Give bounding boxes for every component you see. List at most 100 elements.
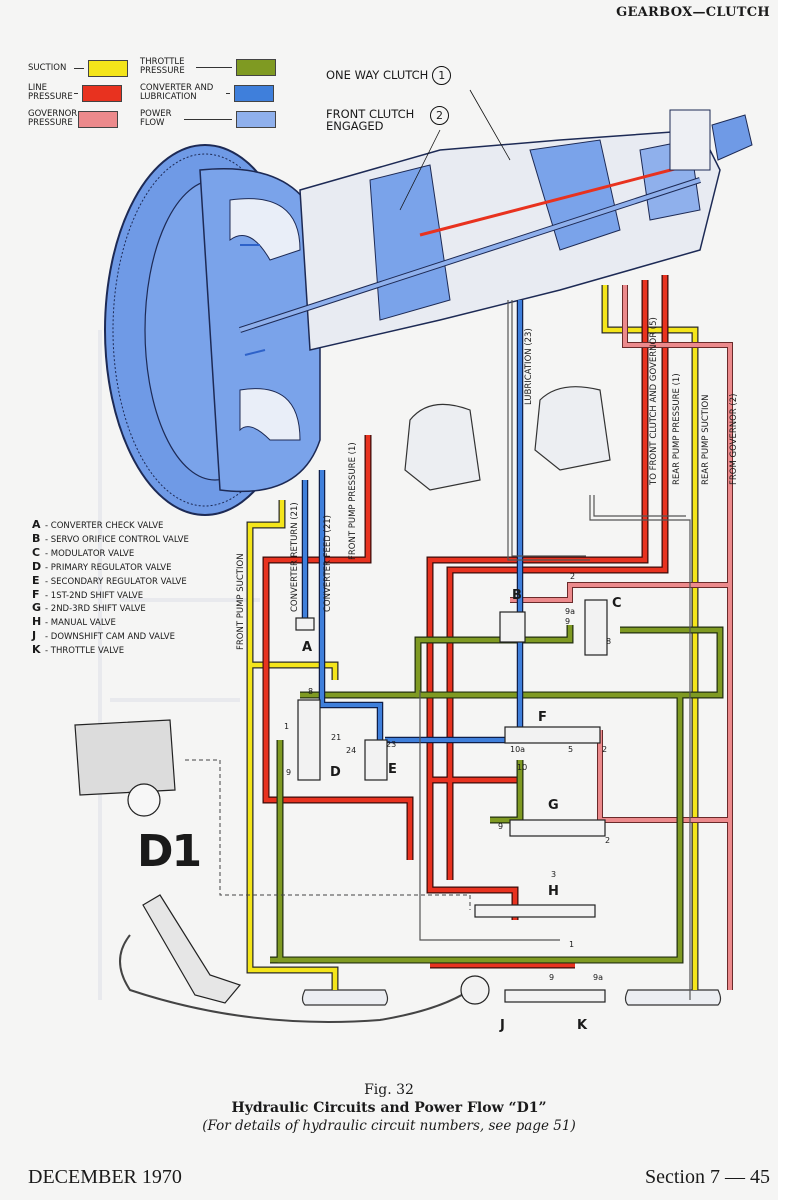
page-edge [778,0,800,1200]
circuit-number: 21 [331,733,342,742]
circuit-number: 9 [565,617,571,626]
legend-swatch-yellow [88,60,128,77]
legend-item-power-flow: POWER FLOW [140,110,276,128]
valve-marker-e: E [388,762,397,777]
legend-swatch-red [82,84,122,102]
circuit-number: 8 [606,637,612,646]
figure-title: Hydraulic Circuits and Power Flow “D1” [231,1100,547,1116]
circuit-number: 24 [346,746,357,755]
valve-e-body [364,739,388,781]
legend-label: CONVERTER AND LUBRICATION [140,83,214,102]
label-lubrication: LUBRICATION (23) [524,328,534,405]
legend-item-line-pressure: LINE PRESSURE [28,84,122,102]
sump-right [624,989,722,1006]
legend-label: LINE PRESSURE [28,83,73,102]
valve-marker-g: G [548,798,559,813]
label-from-governor: FROM GOVERNOR (2) [729,393,739,485]
label-rear-pump-suction: REAR PUMP SUCTION [701,394,711,485]
valve-key-item: K- THROTTLE VALVE [32,643,125,657]
label-converter-return: CONVERTER RETURN (21) [290,502,300,612]
legend-label: THROTTLE PRESSURE [140,57,185,76]
valve-marker-a: A [302,640,313,655]
circuit-number: 9 [498,822,504,831]
legend-swatch-light-blue [236,110,276,128]
valve-key-item: B- SERVO ORIFICE CONTROL VALVE [32,531,189,545]
legend-item-converter: CONVERTER AND LUBRICATION [140,84,274,102]
callout-label: ENGAGED [326,119,384,133]
downshift-cam-j [460,975,490,1005]
circuit-number: 9 [286,768,292,777]
circuit-number: 1 [284,722,290,731]
figure-number: Fig. 32 [364,1082,414,1098]
circuit-number: 10 [517,763,528,772]
sump-left [301,989,389,1006]
gearbox-body [239,89,753,351]
circuit-number: 10a [510,745,526,754]
circuit-number: 2 [602,745,608,754]
valve-marker-k: K [577,1018,588,1033]
legend-item-governor-pressure: GOVERNOR PRESSURE [28,110,118,128]
valve-key-item: E- SECONDARY REGULATOR VALVE [32,573,187,587]
valve-h-body [474,904,596,918]
circuit-number: 1 [569,940,575,949]
callout-front-clutch: FRONT CLUTCH ENGAGED 2 [326,106,449,133]
legend-label: POWER FLOW [140,109,172,128]
front-servo-sketch [534,386,611,471]
section-header: GEARBOX—CLUTCH [616,5,770,20]
circuit-number: 9a [593,973,603,982]
circuit-number: 9 [549,973,555,982]
circuit-number: 2 [570,572,576,581]
callout-label: ONE WAY CLUTCH [326,68,429,82]
torque-converter [104,144,321,516]
valve-marker-b: B [512,588,522,603]
valve-key-item: G- 2ND-3RD SHIFT VALVE [32,601,146,615]
accelerator-pedal [142,894,242,1004]
label-rear-pump-pressure: REAR PUMP PRESSURE (1) [672,373,682,485]
label-front-pump-pressure: FRONT PUMP PRESSURE (1) [348,442,358,560]
valve-b-body [499,611,526,643]
valve-key-list: A- CONVERTER CHECK VALVE B- SERVO ORIFIC… [32,518,189,658]
callout-label: FRONT CLUTCH [326,107,415,121]
valve-k-body [504,989,606,1003]
rear-servo-sketch [404,403,481,491]
valve-key-item: A- CONVERTER CHECK VALVE [32,518,164,531]
valve-marker-h: H [548,884,559,899]
callout-number-circle: 2 [430,106,449,125]
valve-key-item: H- MANUAL VALVE [32,615,116,629]
valve-g-body [509,819,606,837]
footer-page-number: Section 7 — 45 [645,1166,770,1188]
label-front-pump-suction: FRONT PUMP SUCTION [236,553,246,650]
label-to-front-clutch-governor: TO FRONT CLUTCH AND GOVERNOR (5) [649,317,659,485]
legend-swatch-pink [78,110,118,128]
legend-label: GOVERNOR PRESSURE [28,109,78,128]
legend-swatch-green [236,58,276,76]
legend-swatch-blue [234,84,274,102]
valve-key-item: C- MODULATOR VALVE [32,545,135,559]
circuit-number: 9a [565,607,575,616]
valve-key-item: D- PRIMARY REGULATOR VALVE [32,559,172,573]
valve-marker-j: J [500,1018,505,1033]
footer-date: DECEMBER 1970 [28,1166,182,1188]
legend-item-suction: SUCTION [28,60,128,77]
circuit-number: 3 [551,870,557,879]
gear-selector-illustration [74,719,176,817]
callout-number-circle: 1 [432,66,452,85]
valve-f-body [504,726,601,744]
valve-marker-c: C [612,596,622,611]
valve-c-body [584,599,608,656]
selector-position-label: D1 [137,826,202,877]
circuit-number: 5 [568,745,574,754]
figure-note: (For details of hydraulic circuit number… [202,1118,576,1134]
valve-d-body [297,699,321,781]
valve-key-item: J- DOWNSHIFT CAM AND VALVE [32,629,175,643]
circuit-number: 23 [386,740,397,749]
color-legend: SUCTION LINE PRESSURE GOVERNOR PRESSURE … [28,56,278,136]
valve-a-body [295,617,315,631]
circuit-number: 2 [605,836,611,845]
circuit-number: 8 [308,687,314,696]
legend-label: SUCTION [28,63,67,73]
valve-marker-f: F [538,710,547,725]
label-converter-feed: CONVERTER FEED (21) [323,515,333,612]
